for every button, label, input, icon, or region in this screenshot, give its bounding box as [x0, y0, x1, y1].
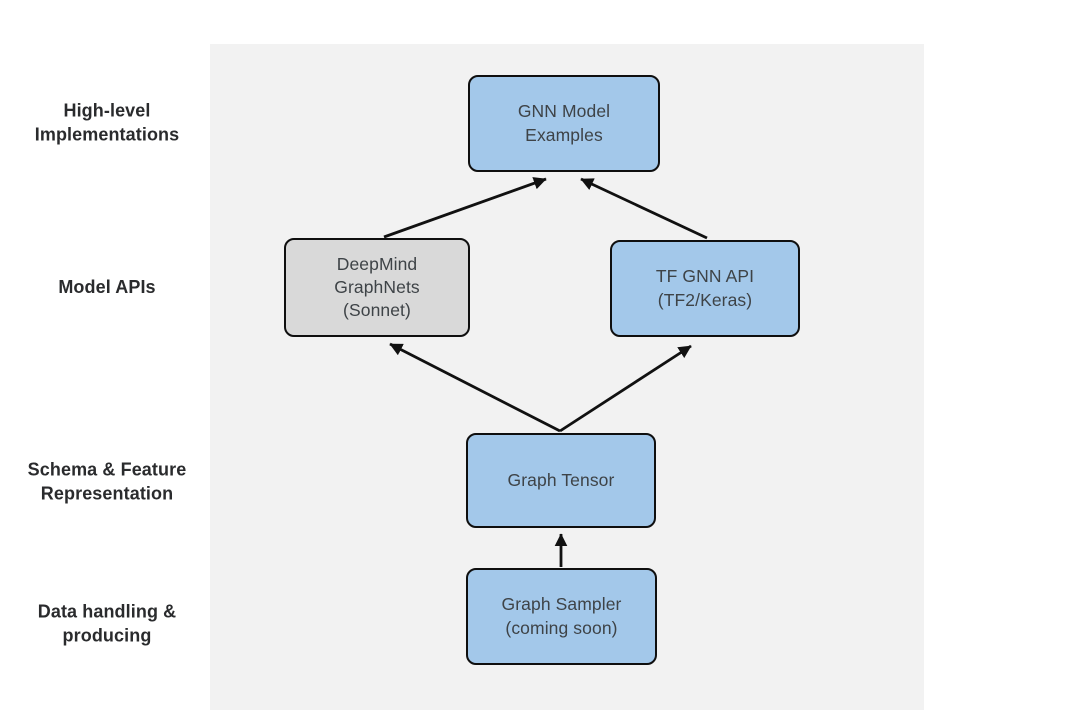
node-gnn-model-examples: GNN Model Examples — [468, 75, 660, 172]
node-tf-gnn-api: TF GNN API (TF2/Keras) — [610, 240, 800, 337]
node-graph-tensor: Graph Tensor — [466, 433, 656, 528]
node-graph-sampler-label: Graph Sampler (coming soon) — [501, 594, 622, 638]
node-deepmind-graphnets: DeepMind GraphNets (Sonnet) — [284, 238, 470, 337]
row-label-model-apis: Model APIs — [58, 277, 156, 298]
node-deepmind-graphnets-label: DeepMind GraphNets (Sonnet) — [334, 253, 420, 321]
node-gnn-model-examples-label: GNN Model Examples — [517, 101, 611, 145]
node-tf-gnn-api-label: TF GNN API (TF2/Keras) — [655, 266, 755, 310]
node-graph-tensor-label: Graph Tensor — [507, 469, 615, 490]
row-label-schema-feature-representation: Schema & Feature Representation — [27, 459, 187, 503]
row-label-high-level-implementations: High-level Implementations — [34, 100, 180, 144]
node-graph-sampler: Graph Sampler (coming soon) — [466, 568, 657, 665]
row-label-data-handling-producing: Data handling & producing — [37, 601, 177, 645]
